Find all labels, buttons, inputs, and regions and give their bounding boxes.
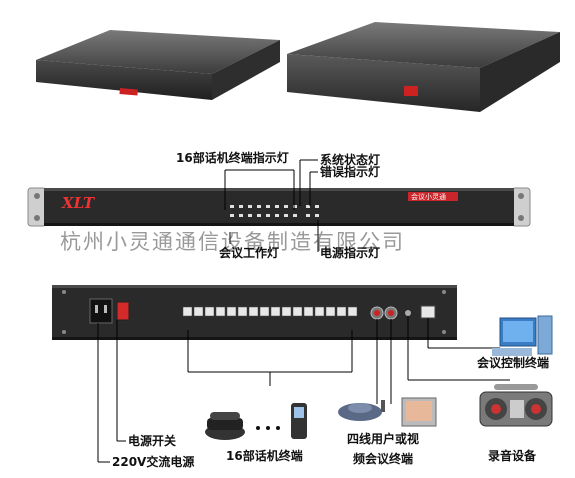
mobile-phone-icon <box>291 403 307 439</box>
red-badge-text: 会议小灵通 <box>411 193 446 201</box>
label-power-indicator: 电源指示灯 <box>320 246 381 260</box>
rj11-port <box>325 306 336 317</box>
front-device-photo <box>36 30 280 100</box>
rj11-port <box>193 306 204 317</box>
label-recording: 录音设备 <box>488 449 537 463</box>
label-four-wire-1: 四线用户或视 <box>347 432 420 446</box>
label-four-wire-2: 频会议终端 <box>353 452 414 466</box>
conference-speaker-icon <box>338 400 385 421</box>
rj11-port <box>314 306 325 317</box>
rj11-port <box>226 306 237 317</box>
rj11-port <box>248 306 259 317</box>
label-system-status: 系统状态灯 <box>320 153 381 167</box>
video-terminal-icon <box>401 397 437 427</box>
front-panel <box>27 187 531 227</box>
label-power-switch: 电源开关 <box>128 434 177 448</box>
label-phone-terminals: 16部话机终端 <box>226 449 303 463</box>
label-meeting-work: 会议工作灯 <box>219 246 280 260</box>
rear-device-photo <box>287 22 560 112</box>
brand-logo: XLT <box>62 194 95 212</box>
rj11-port <box>336 306 347 317</box>
rj11-port <box>347 306 358 317</box>
label-conference-terminal: 会议控制终端 <box>477 356 550 370</box>
boombox-icon <box>479 384 553 427</box>
rj11-port <box>281 306 292 317</box>
rear-callouts <box>97 316 510 463</box>
rj11-port <box>204 306 215 317</box>
front-callouts <box>224 159 319 252</box>
rj11-port <box>259 306 270 317</box>
label-power-supply: 220V交流电源 <box>112 455 195 469</box>
rear-panel <box>52 285 457 340</box>
desk-phone-icon <box>205 412 245 440</box>
computer-icon <box>492 315 553 356</box>
rj11-port <box>182 306 193 317</box>
label-error-indicator: 错误指示灯 <box>320 165 381 179</box>
rj11-port <box>237 306 248 317</box>
rj11-port <box>303 306 314 317</box>
dots <box>256 426 280 430</box>
label-phone-indicators: 16部话机终端指示灯 <box>176 151 289 165</box>
rj11-port <box>215 306 226 317</box>
rj11-port <box>292 306 303 317</box>
rj11-port <box>270 306 281 317</box>
watermark: 杭州小灵通通信设备制造有限公司 <box>60 230 405 254</box>
